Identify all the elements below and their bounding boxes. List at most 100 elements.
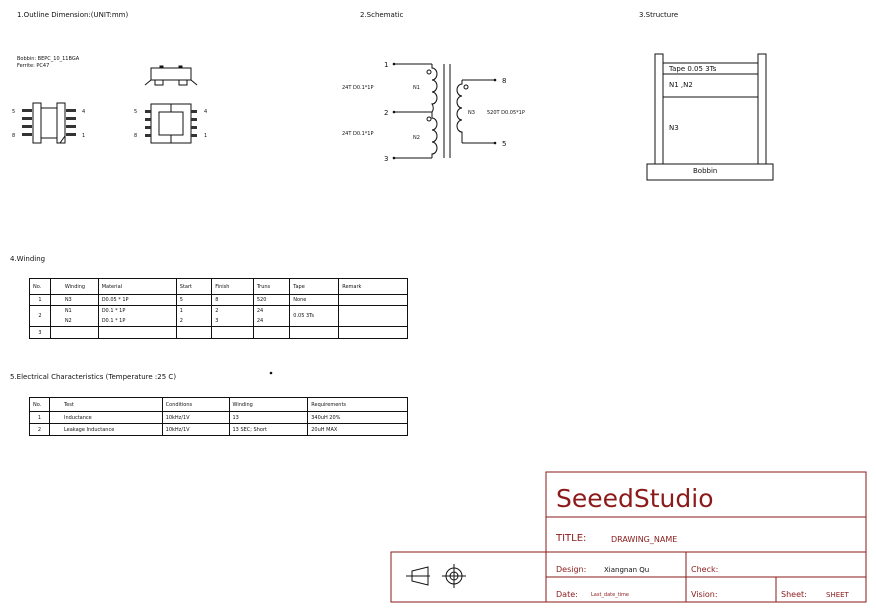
table-cell: None: [289, 294, 340, 306]
table-cell: D0.1 * 1P: [97, 316, 177, 327]
schematic-pin-5: 5: [502, 140, 506, 148]
table-row: 1 Inductance 10kHz/1V 13 340uH 20%: [29, 411, 408, 424]
crosshair-target-icon: [442, 564, 466, 588]
table-header-row: No. Test Conditions Winding Requirements: [29, 397, 408, 412]
title-value: DRAWING_NAME: [611, 535, 678, 544]
table-cell: 13: [228, 411, 309, 424]
table-header: Requirements: [307, 397, 408, 412]
structure-diagram: [646, 53, 774, 181]
schematic-pin-1: 1: [384, 61, 388, 69]
bottom-pin-1: 1: [204, 133, 207, 139]
table-cell: 2: [211, 305, 254, 316]
title-block-frame: [390, 471, 867, 603]
table-cell: 1: [175, 305, 213, 316]
table-cell: 340uH 20%: [307, 411, 408, 424]
table-row: 2 Leakage Inductance 10kHz/1V 13 SEC; Sh…: [29, 423, 408, 436]
structure-bobbin-label: Bobbin: [693, 167, 717, 175]
table-cell: 5: [175, 294, 213, 306]
sheet-label: Sheet:: [781, 590, 807, 599]
table-header: Finish: [211, 278, 254, 295]
section-outline-title: 1.Outline Dimension:(UNIT:mm): [17, 11, 129, 19]
table-cell: 2: [175, 316, 213, 327]
table-cell: D0.05 * 1P: [97, 294, 177, 306]
projection-symbol-icon: [406, 566, 430, 586]
schematic-n3-label: N3: [468, 110, 475, 116]
schematic-pin-2: 2: [384, 109, 388, 117]
side-pin-4: 4: [82, 109, 85, 115]
company-name: SeeedStudio: [556, 484, 714, 513]
table-cell: 24: [252, 305, 291, 316]
table-cell: Leakage Inductance: [48, 423, 163, 436]
outline-bottom-view: [145, 103, 197, 144]
table-header: Truns: [252, 278, 291, 295]
table-header: Winding: [49, 278, 99, 295]
table-cell: 0.05 3Ts: [289, 305, 340, 327]
table-cell: N1: [49, 305, 99, 316]
date-label: Date:: [556, 590, 578, 599]
table-cell: 3: [211, 316, 254, 327]
table-row: 1 N3 D0.05 * 1P 5 8 520 None: [29, 294, 408, 306]
table-cell: 520: [252, 294, 291, 306]
schematic-n2-label: N2: [413, 135, 420, 141]
table-cell: N2: [49, 316, 99, 327]
date-value: Last_date_time: [591, 592, 629, 598]
table-cell: 10kHz/1V: [161, 411, 230, 424]
table-cell: 10kHz/1V: [161, 423, 230, 436]
side-pin-8: 8: [12, 133, 15, 139]
table-cell: 1: [29, 294, 51, 306]
schematic-n3-spec: 520T D0.05*1P: [487, 110, 525, 116]
section-winding-title: 4.Winding: [10, 255, 46, 263]
table-header: Test: [48, 397, 163, 412]
table-row: 2 N1 D0.1 * 1P 1 2 24 0.05 3Ts: [29, 305, 408, 327]
table-row: 3: [29, 326, 408, 339]
section-electrical-title: 5.Electrical Characteristics (Temperatur…: [10, 373, 177, 381]
design-value: Xiangnan Qu: [604, 566, 650, 574]
table-cell: Inductance: [48, 411, 163, 424]
bottom-pin-8: 8: [134, 133, 137, 139]
table-cell: [289, 326, 340, 339]
vision-label: Vision:: [691, 590, 718, 599]
table-cell: [97, 326, 177, 339]
table-cell: [49, 326, 99, 339]
table-header: Material: [97, 278, 177, 295]
schematic-n1-label: N1: [413, 85, 420, 91]
table-header: Tape: [289, 278, 340, 295]
sheet-value: SHEET: [826, 591, 849, 599]
table-cell: [252, 326, 291, 339]
structure-n1n2-label: N1 ,N2: [669, 81, 693, 89]
table-header: Remark: [338, 278, 408, 295]
table-header: No.: [29, 397, 50, 412]
table-cell: 1: [29, 411, 50, 424]
bottom-pin-5: 5: [134, 109, 137, 115]
table-cell: 8: [211, 294, 254, 306]
table-header: Winding: [228, 397, 309, 412]
table-cell: 3: [29, 326, 51, 339]
winding-table: No. Winding Material Start Finish Truns …: [29, 278, 408, 339]
table-cell: N3: [49, 294, 99, 306]
ferrite-spec: Ferrite: PC47: [17, 63, 50, 69]
table-header-row: No. Winding Material Start Finish Truns …: [29, 278, 408, 295]
structure-n3-label: N3: [669, 124, 679, 132]
bobbin-spec: Bobbin: BEPC_10_11BGA: [17, 56, 80, 62]
schematic-n1-spec: 24T D0.1*1P: [342, 85, 374, 91]
table-cell: 20uH MAX: [307, 423, 408, 436]
table-cell: [211, 326, 254, 339]
outline-side-view: [22, 102, 76, 144]
table-cell: 13 SEC; Short: [228, 423, 309, 436]
electrical-table: No. Test Conditions Winding Requirements…: [29, 397, 408, 436]
section-structure-title: 3.Structure: [639, 11, 679, 19]
table-cell: D0.1 * 1P: [97, 305, 177, 316]
table-cell: 24: [252, 316, 291, 327]
check-label: Check:: [691, 565, 719, 574]
table-cell: [175, 326, 213, 339]
outline-top-view: [144, 65, 198, 86]
bottom-pin-4: 4: [204, 109, 207, 115]
side-pin-5: 5: [12, 109, 15, 115]
table-header: Start: [175, 278, 213, 295]
side-pin-1: 1: [82, 133, 85, 139]
schematic-pin-8: 8: [502, 77, 506, 85]
schematic-n2-spec: 24T D0.1*1P: [342, 131, 374, 137]
structure-tape-label: Tape 0.05 3Ts: [668, 65, 717, 73]
title-label: TITLE:: [556, 533, 587, 544]
